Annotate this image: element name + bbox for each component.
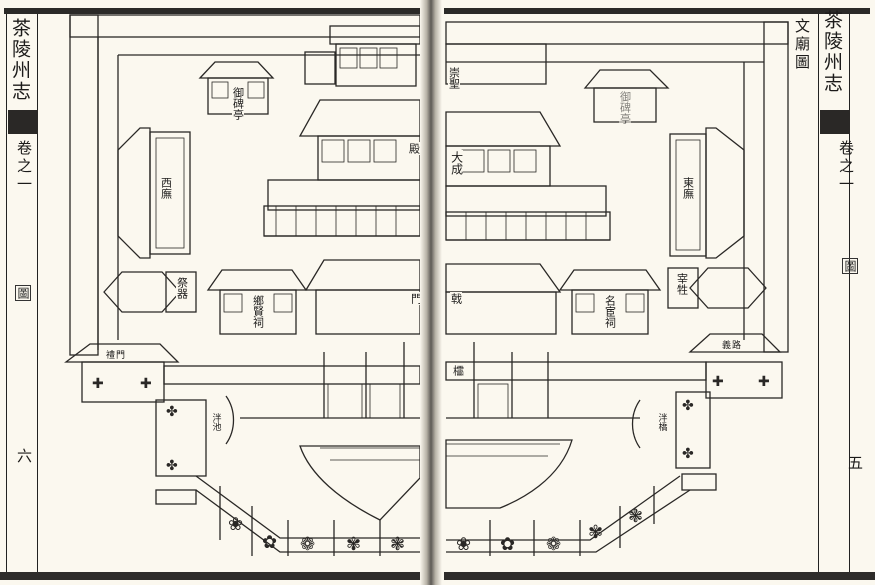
svg-text:✚: ✚ bbox=[140, 376, 152, 392]
svg-text:✤: ✤ bbox=[166, 404, 178, 420]
svg-text:✤: ✤ bbox=[682, 446, 694, 462]
right-margin-column bbox=[818, 14, 850, 572]
top-border-left bbox=[4, 8, 424, 14]
label-west-wing: 西廡 bbox=[159, 176, 173, 200]
label-dacheng: 大成 bbox=[449, 150, 464, 176]
bottom-border-left bbox=[0, 572, 428, 580]
front-balustrade: ❀ ✿ ❁ ✾ ❃ ❀ ✿ ❁ ✾ ❃ bbox=[195, 475, 691, 556]
xiangxian-shrine bbox=[206, 269, 308, 335]
label-chongsheng: 崇聖 bbox=[447, 66, 461, 90]
label-right-gate: 義路 bbox=[722, 338, 743, 351]
west-wing bbox=[117, 127, 191, 259]
left-section-marker: 圖 bbox=[15, 285, 31, 301]
left-book-title: 茶陵州志 bbox=[9, 18, 31, 102]
label-right-stair-gate: 泮橋 bbox=[656, 412, 667, 432]
left-volume-label: 卷之一 bbox=[15, 140, 33, 194]
bottom-border-right bbox=[444, 572, 875, 580]
label-left-side-pavilion: 祭器 bbox=[175, 276, 189, 300]
left-margin-column bbox=[6, 14, 38, 572]
east-wing bbox=[669, 127, 745, 259]
right-book-title: 茶陵州志 bbox=[821, 10, 843, 94]
right-folio-number: 五 bbox=[848, 454, 864, 472]
svg-text:❁: ❁ bbox=[300, 534, 315, 555]
svg-text:✾: ✾ bbox=[346, 534, 361, 555]
map-title: 文廟圖 bbox=[793, 18, 811, 72]
svg-text:✿: ✿ bbox=[500, 534, 515, 555]
label-stele-pavilion-right: 御碑亭 bbox=[618, 90, 632, 125]
pan-pond bbox=[299, 439, 573, 521]
right-fishtail-mark bbox=[820, 110, 850, 134]
top-border-right bbox=[444, 8, 870, 14]
svg-text:✤: ✤ bbox=[682, 398, 694, 414]
svg-text:❃: ❃ bbox=[390, 534, 405, 555]
label-ji-gate-men: 門 bbox=[409, 292, 423, 305]
svg-text:✿: ✿ bbox=[262, 532, 277, 553]
left-page bbox=[0, 0, 432, 585]
label-east-wing: 東廡 bbox=[681, 176, 695, 200]
svg-text:❀: ❀ bbox=[228, 514, 243, 535]
label-dian: 殿 bbox=[407, 142, 421, 155]
label-ji-gate-ji: 戟 bbox=[449, 292, 463, 305]
label-left-stair-gate: 泮池 bbox=[210, 412, 221, 432]
outer-wall-right bbox=[445, 21, 789, 353]
left-folio-number: 六 bbox=[17, 447, 33, 465]
right-section-marker: 圖 bbox=[842, 258, 858, 274]
svg-text:✚: ✚ bbox=[758, 374, 770, 390]
outer-wall-left bbox=[69, 14, 421, 356]
svg-text:❁: ❁ bbox=[546, 534, 561, 555]
label-xiangxian-shrine: 鄉賢祠 bbox=[251, 294, 265, 329]
minghuan-shrine bbox=[558, 269, 662, 335]
svg-text:✚: ✚ bbox=[92, 376, 104, 392]
book-gutter bbox=[420, 0, 442, 585]
right-volume-label: 卷之一 bbox=[837, 140, 855, 194]
label-minghuan-shrine: 名宦祠 bbox=[603, 294, 617, 329]
right-side-compound: ✤ ✤ bbox=[631, 391, 717, 491]
label-right-side-pavilion: 宰牲 bbox=[675, 272, 689, 296]
svg-text:✚: ✚ bbox=[712, 374, 724, 390]
right-octagon-pavilion bbox=[667, 267, 767, 309]
label-left-gate: 禮門 bbox=[106, 348, 127, 361]
left-fishtail-mark bbox=[8, 110, 38, 134]
label-lingxing: 櫺 bbox=[451, 364, 465, 377]
left-side-compound: ✤ ✤ bbox=[155, 395, 235, 505]
svg-text:❃: ❃ bbox=[628, 506, 643, 527]
svg-text:✤: ✤ bbox=[166, 458, 178, 474]
label-stele-pavilion-left: 御碑亭 bbox=[231, 86, 245, 121]
svg-text:✾: ✾ bbox=[588, 522, 603, 543]
svg-text:❀: ❀ bbox=[456, 534, 471, 555]
